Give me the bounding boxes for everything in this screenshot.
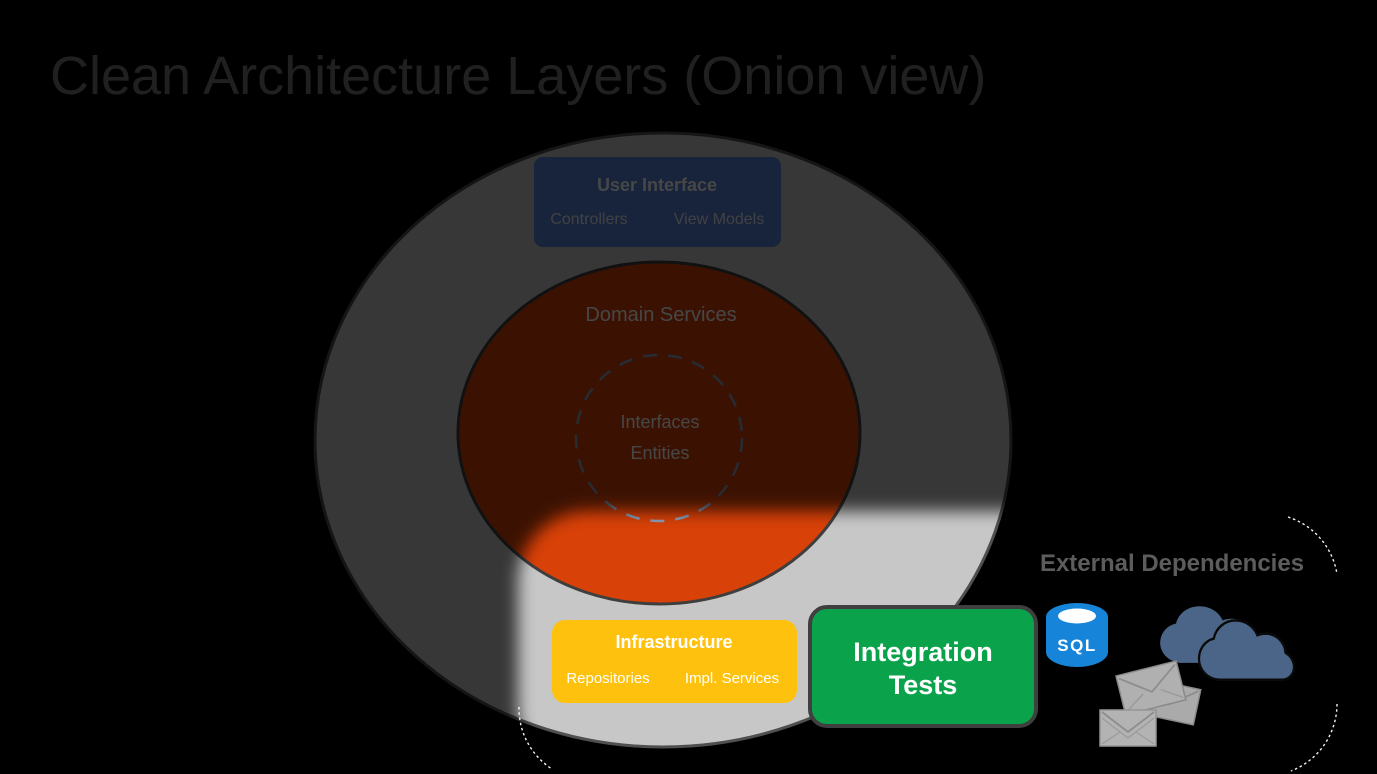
spotlight-border-arc-bottom-left (518, 706, 553, 770)
spotlight-border-arc-top-right (1287, 516, 1338, 575)
spotlight-border-arc-bottom-right (1290, 703, 1338, 772)
